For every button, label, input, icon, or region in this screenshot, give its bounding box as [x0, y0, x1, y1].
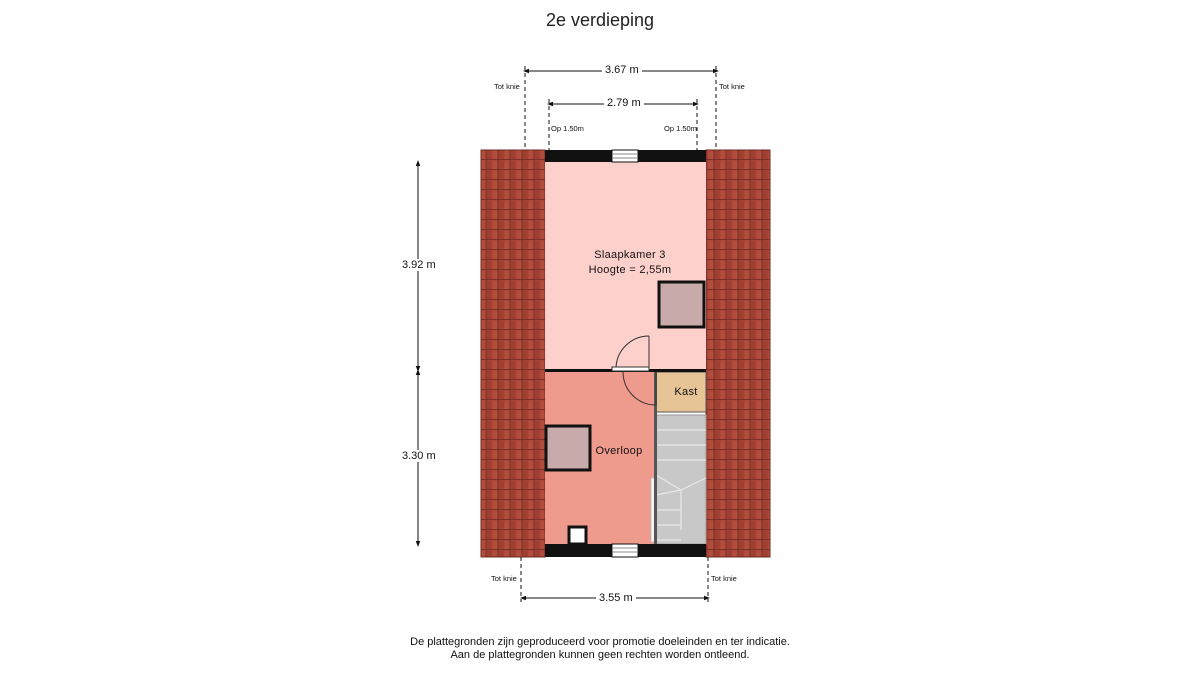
skylight-overloop	[544, 424, 592, 472]
roof-right	[705, 149, 771, 558]
disclaimer-line-2: Aan de plattegronden kunnen geen rechten…	[450, 649, 750, 661]
window-top	[611, 149, 639, 163]
marker-op-150-left: Op 1.50m	[551, 124, 584, 133]
marker-tot-knie-bottom-right: Tot knie	[711, 574, 737, 583]
dim-bottom: 3.55 m	[596, 592, 636, 604]
dim-top-inner: 2.79 m	[604, 97, 644, 109]
room-label-slaapkamer: Slaapkamer 3	[594, 249, 666, 261]
roof-left	[480, 149, 546, 558]
window-bottom	[611, 543, 639, 558]
disclaimer: De plattegronden zijn geproduceerd voor …	[0, 636, 1200, 662]
marker-tot-knie-top-right: Tot knie	[719, 82, 745, 91]
skylight-slaapkamer	[657, 280, 706, 329]
chimney	[567, 525, 588, 546]
room-label-kast: Kast	[674, 386, 698, 398]
stairs	[650, 414, 707, 545]
marker-tot-knie-bottom-left: Tot knie	[491, 574, 517, 583]
dim-top-outer: 3.67 m	[602, 64, 642, 76]
door-overloop	[622, 371, 657, 406]
page-title: 2e verdieping	[545, 10, 655, 30]
room-slaapkamer	[545, 162, 706, 369]
door-slaapkamer	[611, 335, 650, 372]
dim-left-lower: 3.30 m	[399, 450, 439, 462]
room-kast	[655, 371, 707, 413]
wall-overloop-right	[654, 372, 657, 544]
marker-op-150-right: Op 1.50m	[664, 124, 697, 133]
disclaimer-line-1: De plattegronden zijn geproduceerd voor …	[410, 636, 790, 648]
room-height-slaapkamer: Hoogte = 2,55m	[588, 264, 672, 276]
marker-tot-knie-top-left: Tot knie	[494, 82, 520, 91]
room-label-overloop: Overloop	[595, 445, 643, 457]
dim-left-upper: 3.92 m	[399, 259, 439, 271]
